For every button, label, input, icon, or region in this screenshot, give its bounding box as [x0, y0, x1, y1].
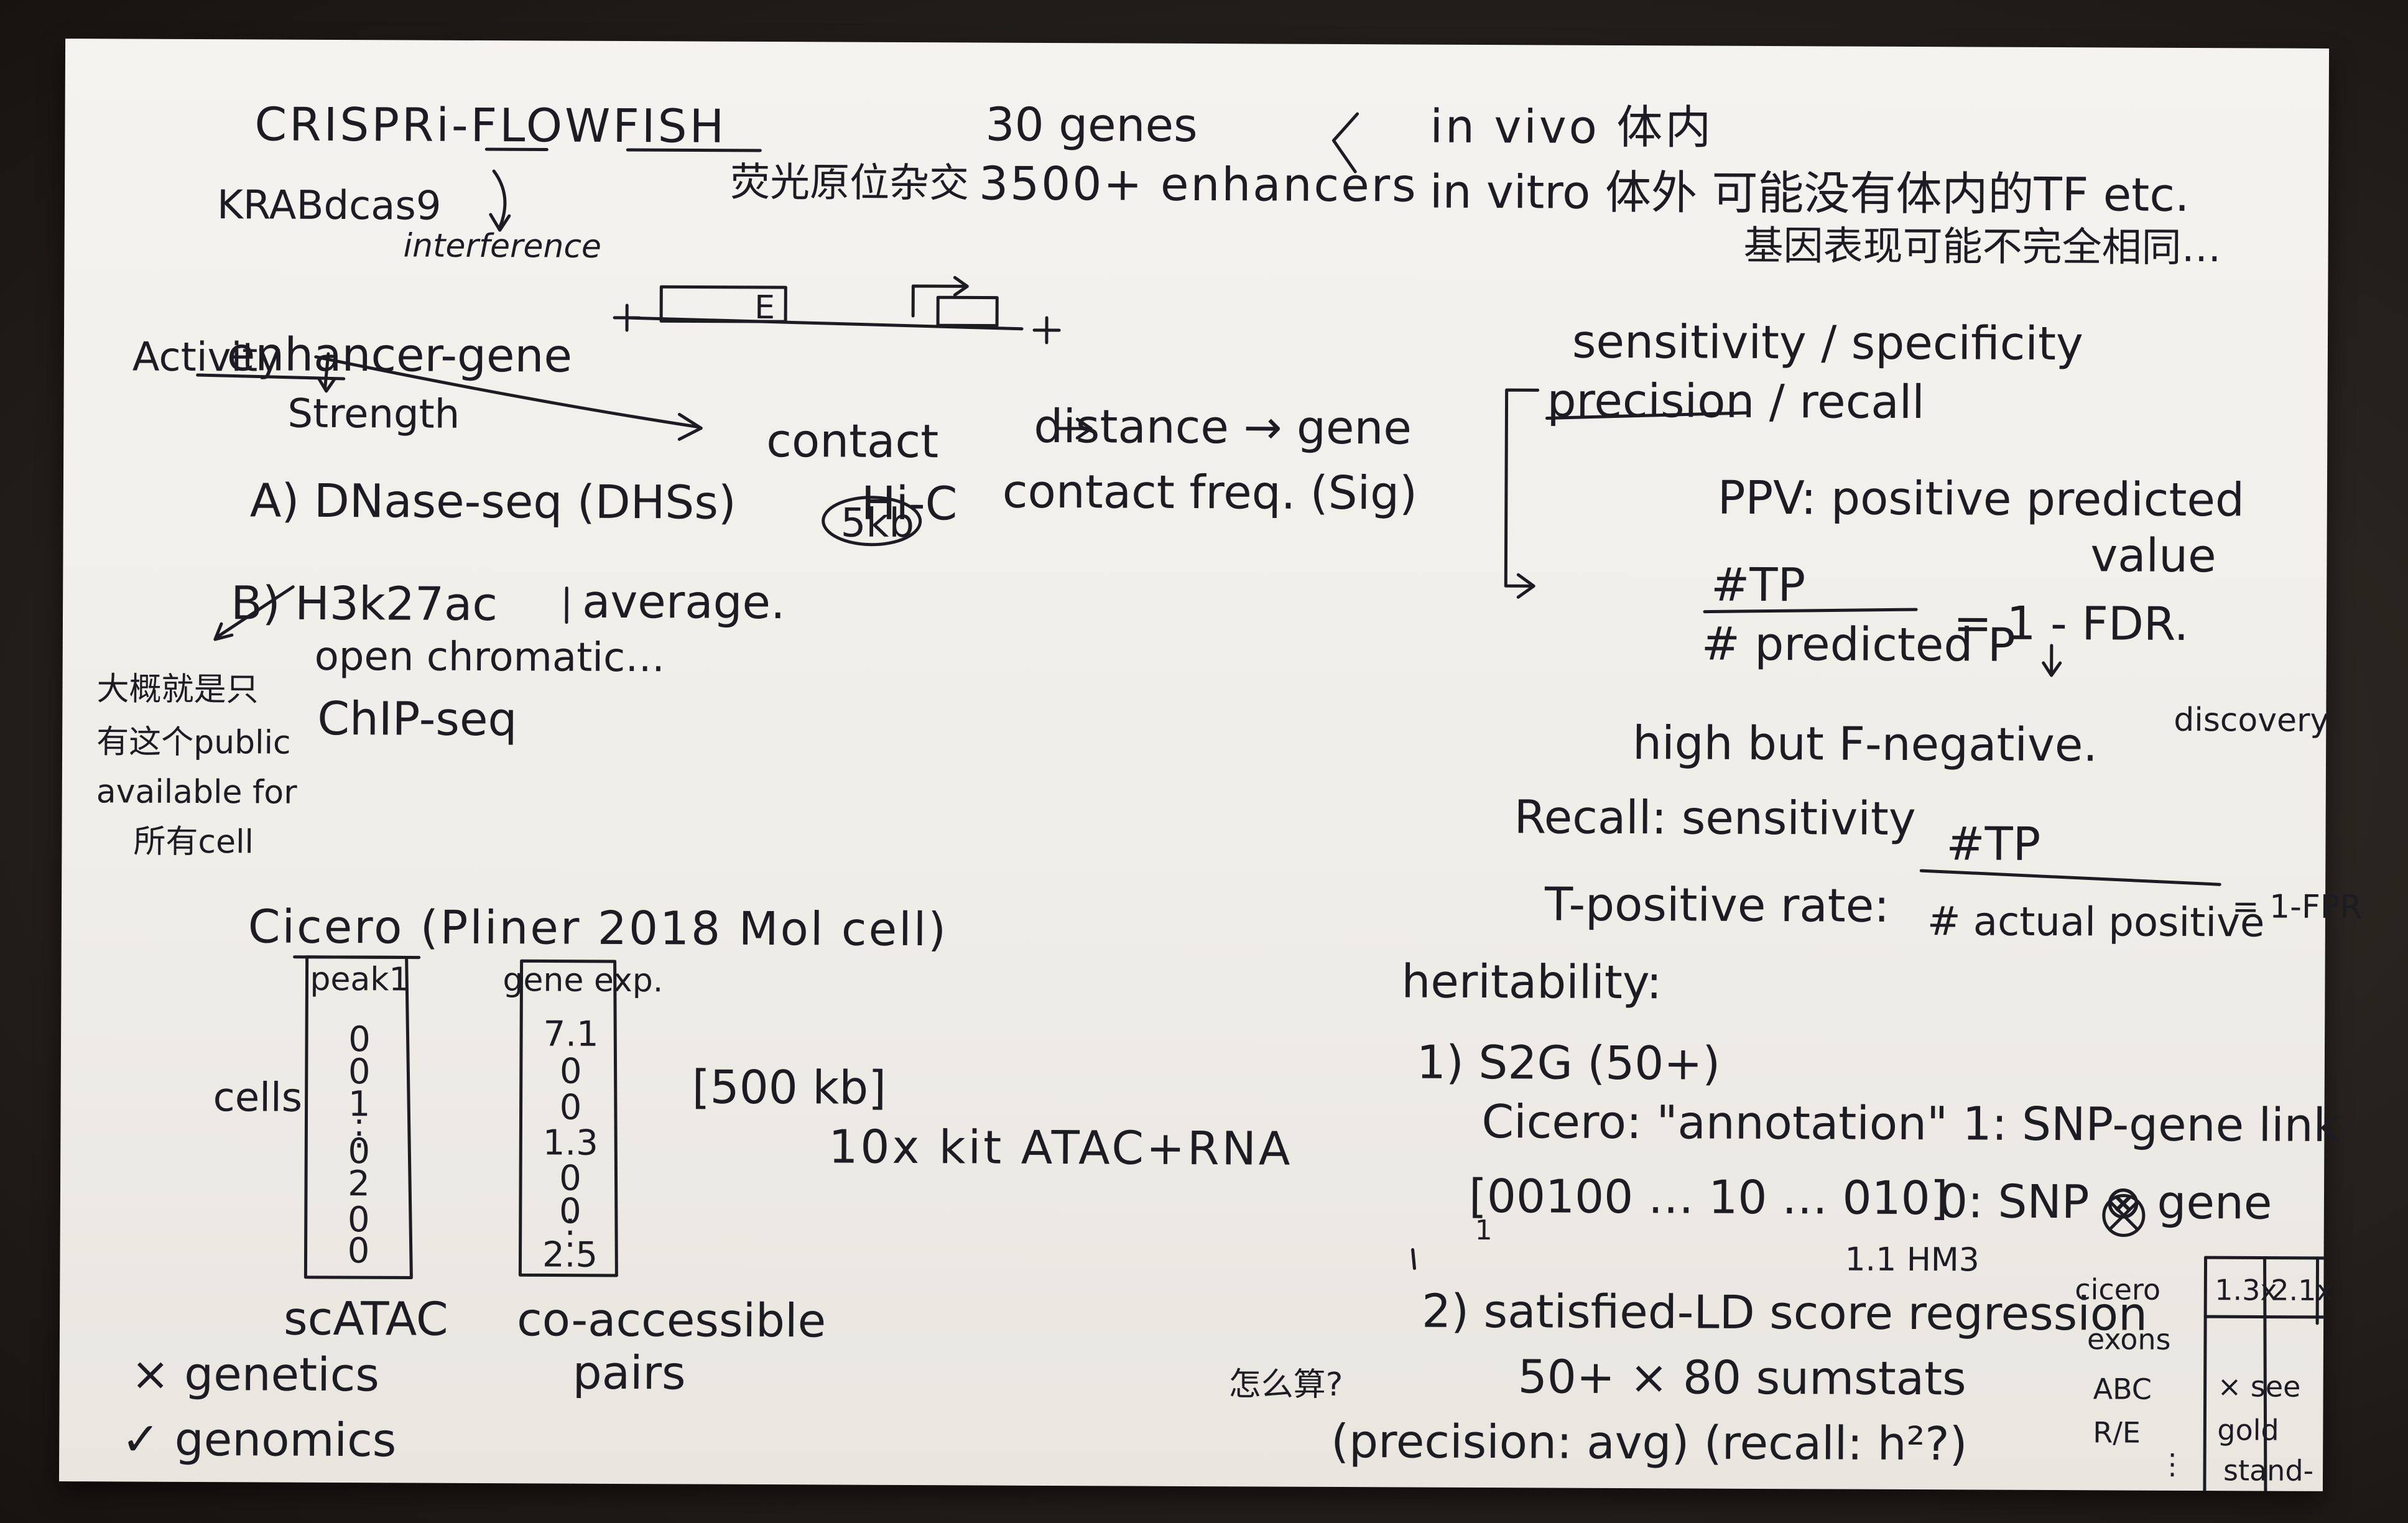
tss-arrow — [911, 284, 968, 318]
cn-note-line2: 有这个public — [96, 723, 291, 762]
genes-count: 30 genes — [985, 98, 1198, 153]
in-vivo-label: in vivo 体内 — [1430, 100, 1714, 155]
scatac-label: scATAC — [283, 1292, 448, 1346]
element-e-label: E — [754, 289, 776, 327]
gene-value: 0 — [559, 1051, 582, 1092]
h3k27ac-label: B) H3k27ac — [230, 576, 498, 632]
ppv-value-label: value — [2090, 529, 2216, 583]
mini-table-header-1-3x: 1.3x — [2215, 1273, 2277, 1307]
cicero-title: Cicero (Pliner 2018 Mol cell) — [248, 900, 948, 957]
activity-label: Activity — [132, 334, 282, 381]
open-chromatic-label: open chromatic… — [314, 633, 665, 682]
gene-value: 7.1 — [543, 1014, 599, 1055]
annotation-vector: [00100 … 10 … 010] — [1468, 1169, 1948, 1226]
coaccessible-label: co-accessible — [516, 1293, 827, 1348]
calc-note: 怎么算? — [1228, 1366, 1343, 1404]
cn-note-line4: 所有cell — [133, 823, 254, 861]
cn-note-line1: 大概就是只 — [96, 670, 259, 709]
enhancers-count: 3500+ enhancers — [978, 157, 1418, 213]
dnase-seq-label: A) DNase-seq (DHSs) — [249, 474, 736, 530]
mini-table-row-re: R/E — [2093, 1415, 2141, 1450]
cells-label: cells — [213, 1075, 303, 1121]
sldsc-label: 2) satisfied-LD score regression — [1421, 1284, 2148, 1341]
mini-table-row-abc: ABC — [2093, 1372, 2152, 1406]
gene-values-column: 7.1 0 0 1.3 0 0 ⋮ 2.5 — [523, 1014, 618, 1275]
recall-label: Recall: sensitivity — [1514, 790, 1916, 846]
zero-meaning-label: 0: SNP ⊗ gene — [1938, 1175, 2272, 1230]
interference-label: interference — [403, 227, 602, 266]
sensitivity-specificity-title: sensitivity / specificity — [1572, 315, 2083, 371]
kit-label: 10x kit ATAC+RNA — [828, 1120, 1293, 1176]
gene-value: 2.5 — [542, 1234, 598, 1275]
gene-value: 1.3 — [542, 1123, 599, 1164]
in-vitro-label: in vitro 体外 可能没有体内的TF etc. — [1429, 165, 2190, 222]
gene-expr-note: 基因表现可能不完全相同… — [1743, 223, 2221, 272]
distance-gene-label: distance → gene — [1034, 399, 1412, 455]
mini-table-header-cicero: cicero — [2075, 1272, 2161, 1307]
fdr-label: = 1 - FDR. — [1953, 596, 2189, 651]
fish-cn: 荧光原位杂交 — [729, 159, 970, 207]
cn-note-line3: available for — [96, 773, 297, 812]
mini-table-row-exons: exons — [2086, 1322, 2171, 1356]
tp-numerator: #TP — [1711, 558, 1806, 613]
fpr-label: = 1-FPR — [2231, 888, 2363, 927]
gene-column-label: gene exp. — [502, 961, 664, 1000]
genomic-axis-line — [625, 316, 1024, 331]
s2g-label: 1) S2G (50+) — [1416, 1035, 1721, 1091]
window-size-label: [500 kb] — [692, 1060, 887, 1115]
contact-label: contact — [766, 414, 939, 469]
notecard: CRISPRi-FLOWFISH 30 genes 荧光原位杂交 3500+ e… — [58, 39, 2363, 1491]
chip-seq-label: ChIP-seq — [317, 692, 517, 747]
tp-numerator-2: #TP — [1946, 817, 2041, 871]
mini-table-note-stand: stand- — [2223, 1453, 2314, 1488]
genomics-label: ✓ genomics — [121, 1412, 397, 1468]
mini-table-note-see: × see — [2217, 1369, 2301, 1404]
mini-table-note-gold: gold — [2217, 1413, 2279, 1447]
gene-value: 0 — [559, 1087, 582, 1128]
hm3-label: 1.1 HM3 — [1845, 1241, 1980, 1279]
mini-table-left-border — [2203, 1256, 2208, 1491]
method-title: CRISPRi-FLOWFISH — [254, 98, 727, 154]
contact-freq-label: contact freq. (Sig) — [1002, 465, 1418, 521]
tpr-label: T-positive rate: — [1544, 877, 1890, 933]
krab-label: KRABdcas9 — [216, 182, 442, 229]
arrow-krab-to-interference — [489, 169, 511, 232]
precision-recall-label: precision / recall — [1547, 374, 1925, 430]
actual-positive-denominator: # actual positive — [1927, 899, 2265, 947]
gene-box — [936, 295, 999, 328]
precision-recall-h2: (precision: avg) (recall: h²?) — [1331, 1414, 1968, 1471]
peak-value: 2 — [348, 1164, 371, 1205]
high-but-label: high but F-negative. — [1632, 716, 2098, 772]
cicero-annotation-label: Cicero: "annotation" 1: SNP-gene link — [1481, 1095, 2340, 1153]
strength-label: Strength — [287, 391, 460, 438]
mini-table-header-2-1x: 2.1x — [2271, 1273, 2333, 1308]
one-mark: 1 — [1475, 1214, 1493, 1247]
discovery-label: discovery — [2174, 701, 2330, 739]
heritability-title: heritability: — [1401, 955, 1662, 1010]
peak-values-column: 0 0 1 ⋮ 0 2 0 0 — [308, 1019, 409, 1281]
mini-table-row-dots: ⋮ — [2157, 1447, 2187, 1481]
bracket-ppv — [1504, 388, 1540, 588]
genetics-label: × genetics — [131, 1347, 380, 1402]
sumstats-label: 50+ × 80 sumstats — [1517, 1350, 1966, 1406]
peak-column-label: peak1 — [310, 960, 410, 999]
fraction-line-tpr — [1919, 869, 2221, 886]
resolution-label: 5kb — [840, 500, 915, 547]
average-label: average. — [581, 575, 785, 630]
pairs-label: pairs — [572, 1346, 686, 1400]
ppv-label: PPV: positive predicted — [1717, 471, 2245, 527]
peak-value: 0 — [347, 1231, 370, 1272]
